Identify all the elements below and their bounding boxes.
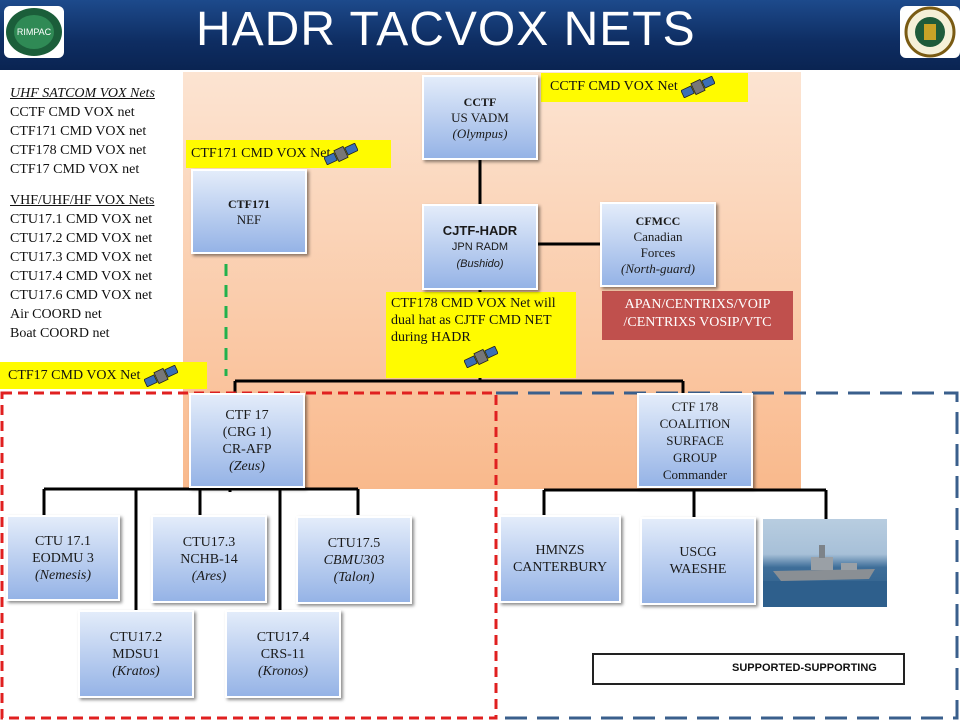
- rimpac-logo: RIMPAC: [4, 6, 64, 58]
- apan-label: APAN/CENTRIXS/VOIP /CENTRIXS VOSIP/VTC: [602, 291, 793, 340]
- node-ctu175: CTU17.5 CBMU303 (Talon): [296, 516, 412, 604]
- ctf178-net-label: CTF178 CMD VOX Net will dual hat as CJTF…: [386, 292, 576, 378]
- net-item: CCTF CMD VOX net: [10, 105, 135, 120]
- ship-photo: [763, 519, 887, 607]
- net-item: Boat COORD net: [10, 326, 110, 341]
- vhf-title: VHF/UHF/HF VOX Nets: [10, 193, 155, 208]
- net-item: CTU17.4 CMD VOX net: [10, 269, 153, 284]
- node-ctu173: CTU17.3 NCHB-14 (Ares): [151, 515, 267, 603]
- svg-text:RIMPAC: RIMPAC: [17, 27, 52, 37]
- node-cctf: CCTF US VADM (Olympus): [422, 75, 538, 160]
- node-cfmcc: CFMCC Canadian Forces (North-guard): [600, 202, 716, 287]
- net-item: CTU17.6 CMD VOX net: [10, 288, 153, 303]
- node-hmnzs: HMNZS CANTERBURY: [499, 515, 621, 603]
- net-item: CTU17.1 CMD VOX net: [10, 212, 153, 227]
- net-item: CTF171 CMD VOX net: [10, 124, 147, 139]
- ctf17-net-label: CTF17 CMD VOX Net: [0, 362, 207, 389]
- legend: SUPPORTED-SUPPORTING: [592, 653, 905, 685]
- ctf171-net-label: CTF171 CMD VOX Net: [186, 140, 391, 168]
- net-item: Air COORD net: [10, 307, 102, 322]
- node-ctu174: CTU17.4 CRS-11 (Kronos): [225, 610, 341, 698]
- node-ctu171: CTU 17.1 EODMU 3 (Nemesis): [6, 515, 120, 601]
- node-uscg: USCG WAESHE: [640, 517, 756, 605]
- node-cjtf: CJTF-HADR JPN RADM (Bushido): [422, 204, 538, 290]
- node-ctf17: CTF 17 (CRG 1) CR-AFP (Zeus): [189, 393, 305, 488]
- node-ctf178: CTF 178 COALITION SURFACE GROUP Commande…: [637, 393, 753, 488]
- cctf-net-label: CCTF CMD VOX Net: [541, 73, 748, 102]
- crest-logo: [900, 6, 960, 58]
- net-item: CTU17.2 CMD VOX net: [10, 231, 153, 246]
- node-ctu172: CTU17.2 MDSU1 (Kratos): [78, 610, 194, 698]
- header-bar: [0, 0, 960, 70]
- net-item: CTF17 CMD VOX net: [10, 162, 140, 177]
- net-list: UHF SATCOM VOX Nets CCTF CMD VOX net CTF…: [10, 84, 186, 343]
- satellite-icon: [143, 365, 178, 387]
- net-item: CTF178 CMD VOX net: [10, 143, 147, 158]
- satellite-icon: [464, 346, 498, 368]
- node-ctf171: CTF171 NEF: [191, 169, 307, 254]
- legend-label: SUPPORTED-SUPPORTING: [732, 662, 877, 674]
- uhf-title: UHF SATCOM VOX Nets: [10, 86, 155, 101]
- page-title: HADR TACVOX NETS: [196, 3, 696, 56]
- satellite-icon: [681, 76, 716, 98]
- satellite-icon: [323, 143, 358, 165]
- net-item: CTU17.3 CMD VOX net: [10, 250, 153, 265]
